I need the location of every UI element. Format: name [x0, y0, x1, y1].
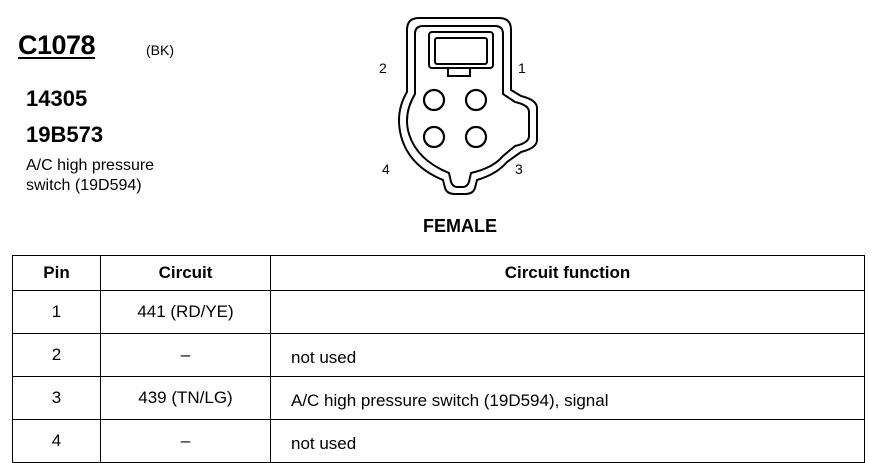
cell-circuit: –: [100, 419, 271, 463]
pin-label-3: 3: [515, 161, 523, 177]
cell-pin: 3: [12, 376, 101, 420]
cell-pin: 2: [12, 333, 101, 377]
connector-face-diagram: [398, 17, 538, 195]
connector-description-line-1: A/C high pressure: [26, 157, 155, 174]
cell-circuit: 441 (RD/YE): [100, 290, 271, 334]
table-row: 3 439 (TN/LG) A/C high pressure switch (…: [12, 376, 865, 420]
header-circuit-function: Circuit function: [270, 255, 865, 291]
table-row: 4 – not used: [12, 419, 865, 463]
locking-tab-inner: [434, 37, 488, 65]
cell-pin: 4: [12, 419, 101, 463]
connector-housing-outline: [398, 17, 538, 195]
cell-circuit: 439 (TN/LG): [100, 376, 271, 420]
pin-label-1: 1: [518, 60, 526, 76]
connector-description-line-2: switch (19D594): [26, 177, 142, 194]
pin-cavity-3: [464, 125, 488, 149]
header-circuit: Circuit: [100, 255, 271, 291]
connector-gender-label: FEMALE: [423, 216, 497, 236]
pinout-table: Pin Circuit Circuit function 1 441 (RD/Y…: [12, 255, 865, 463]
part-number-2: 19B573: [26, 122, 104, 147]
table-row: 1 441 (RD/YE): [12, 290, 865, 334]
pin-label-2: 2: [379, 60, 387, 76]
pin-cavity-2: [422, 88, 446, 112]
part-number-1: 14305: [26, 86, 88, 111]
cell-function: A/C high pressure switch (19D594), signa…: [270, 376, 865, 420]
cell-function: [270, 290, 865, 334]
connector-id: C1078: [18, 30, 96, 60]
locking-tab-key: [447, 67, 471, 77]
cell-pin: 1: [12, 290, 101, 334]
header-pin: Pin: [12, 255, 101, 291]
table-row: 2 – not used: [12, 333, 865, 377]
pin-cavity-1: [464, 88, 488, 112]
wire-color-code: (BK): [146, 42, 174, 58]
cell-circuit: –: [100, 333, 271, 377]
cell-function: not used: [270, 333, 865, 377]
connector-housing-inner: [406, 25, 530, 188]
pin-label-4: 4: [382, 161, 390, 177]
table-header-row: Pin Circuit Circuit function: [12, 255, 865, 291]
pin-cavity-4: [422, 125, 446, 149]
cell-function: not used: [270, 419, 865, 463]
